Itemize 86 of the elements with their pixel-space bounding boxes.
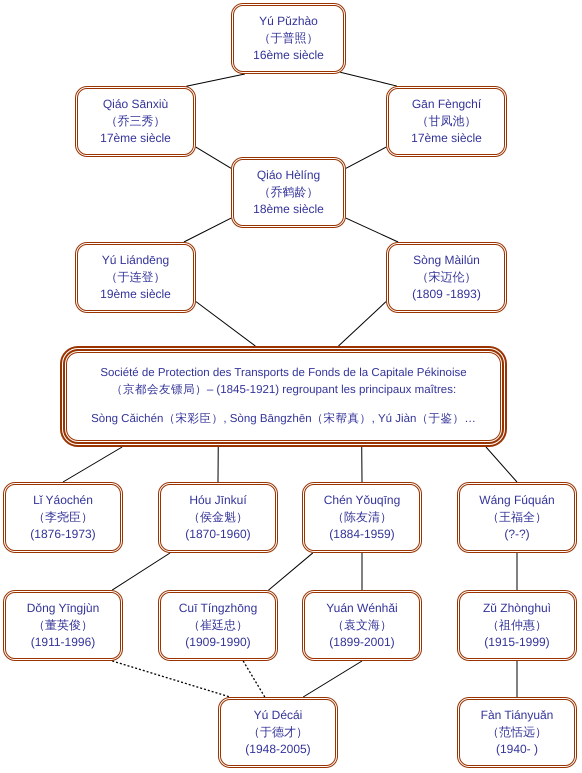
- date-text: (1915-1999): [484, 634, 550, 651]
- person-box: [386, 242, 507, 313]
- connector-line: [183, 218, 232, 242]
- date-text: 18ème siècle: [253, 201, 324, 218]
- pinyin-name: Hóu Jīnkuí: [189, 492, 247, 509]
- pinyin-name: Qiáo Sānxiù: [102, 96, 168, 113]
- date-text: 17ème siècle: [411, 130, 482, 147]
- pinyin-name: Yú Décái: [254, 707, 302, 724]
- organization-box: [60, 346, 507, 447]
- chinese-name: （乔三秀）: [106, 113, 166, 130]
- connector-line: [345, 146, 387, 169]
- pinyin-name: Cuī Tíngzhōng: [178, 600, 258, 617]
- pinyin-name: Sòng Màilún: [413, 252, 480, 269]
- connector-line: [516, 552, 518, 590]
- pinyin-name: Gān Fèngchí: [412, 96, 482, 113]
- date-text: (1809 -1893): [412, 286, 481, 303]
- person-box: [457, 697, 577, 768]
- person-box: [158, 590, 278, 661]
- pinyin-name: Yú Liándēng: [102, 252, 170, 269]
- dotted-connector: [242, 660, 266, 698]
- chinese-name: （乔鹤龄）: [258, 184, 318, 201]
- connector-line: [186, 74, 246, 87]
- connector-line: [195, 301, 256, 346]
- connector-line: [62, 446, 123, 482]
- chinese-name: （宋迈伦）: [416, 269, 476, 286]
- connector-line: [516, 660, 518, 698]
- chinese-name: （于德才）: [248, 724, 308, 741]
- pinyin-name: Wáng Fúquán: [479, 492, 555, 509]
- chinese-name: （陈友清）: [332, 509, 392, 526]
- chinese-name: （侯金魁）: [188, 509, 248, 526]
- person-box: [158, 482, 278, 553]
- chinese-name: （祖仲惠）: [487, 617, 547, 634]
- person-box: [3, 590, 123, 661]
- connector-line: [486, 446, 518, 482]
- dotted-connector: [112, 660, 230, 698]
- member-list: Sòng Cǎichén（宋彩臣）, Sòng Bāngzhēn（宋帮真）, Yú Jiàn（于鉴）…: [91, 411, 476, 428]
- pinyin-name: Dǒng Yīngjùn: [26, 600, 100, 617]
- pinyin-name: Yú Pǔzhào: [259, 13, 318, 30]
- date-text: (1876-1973): [30, 526, 96, 543]
- date-text: (1899-2001): [329, 634, 395, 651]
- person-box: [3, 482, 123, 553]
- date-text: (1911-1996): [30, 634, 96, 651]
- date-text: (?-?): [504, 526, 530, 543]
- person-box: [75, 86, 196, 157]
- date-text: 17ème siècle: [100, 130, 171, 147]
- person-box: [231, 157, 346, 228]
- person-box: [386, 86, 507, 157]
- connector-line: [361, 446, 362, 482]
- date-text: (1884-1959): [329, 526, 395, 543]
- pinyin-name: Yuán Wénhǎi: [326, 600, 398, 617]
- pinyin-name: Lǐ Yáochén: [33, 492, 93, 509]
- chinese-name: （于连登）: [106, 269, 166, 286]
- chinese-name: （李尧臣）: [33, 509, 93, 526]
- person-box: [231, 3, 346, 74]
- connector-line: [338, 301, 387, 346]
- chinese-name: （袁文海）: [332, 617, 392, 634]
- date-text: (1940- ): [496, 741, 538, 758]
- person-box: [302, 590, 422, 661]
- organization-description: Société de Protection des Transports de Fonds de la Capitale Pékinoise （京都会友镖局）– (1845-1921) regroupant les principaux maîtres:: [99, 366, 468, 398]
- connector-line: [302, 660, 362, 698]
- chinese-name: （王福全）: [487, 509, 547, 526]
- connector-line: [345, 218, 399, 242]
- chinese-name: （董英俊）: [33, 617, 93, 634]
- person-box: [302, 482, 422, 553]
- date-text: (1909-1990): [185, 634, 251, 651]
- pinyin-name: Fàn Tiányuǎn: [480, 707, 554, 724]
- date-text: 16ème siècle: [253, 47, 324, 64]
- connector-line: [195, 146, 232, 169]
- date-text: (1948-2005): [245, 741, 311, 758]
- chinese-name: （甘凤池）: [416, 113, 476, 130]
- chinese-name: （范恬远）: [487, 724, 547, 741]
- connector-line: [218, 446, 219, 482]
- date-text: 19ème siècle: [100, 286, 171, 303]
- connector-line: [268, 552, 314, 591]
- pinyin-name: Chén Yǒuqīng: [324, 492, 400, 509]
- connector-line: [340, 72, 398, 87]
- person-box: [457, 590, 577, 661]
- chinese-name: （崔廷忠）: [188, 617, 248, 634]
- person-box: [457, 482, 577, 553]
- pinyin-name: Qiáo Hèlíng: [256, 167, 320, 184]
- connector-line: [112, 552, 170, 591]
- person-box: [218, 697, 338, 768]
- date-text: (1870-1960): [185, 526, 251, 543]
- pinyin-name: Zǔ Zhònghuì: [482, 600, 552, 617]
- chinese-name: （于普照）: [258, 30, 318, 47]
- person-box: [75, 242, 196, 313]
